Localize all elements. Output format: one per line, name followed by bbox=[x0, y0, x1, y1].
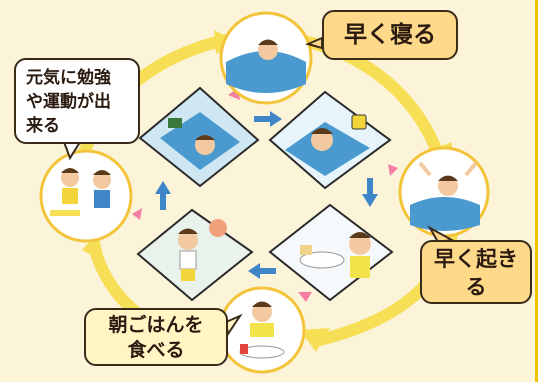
circle-eat-breakfast bbox=[218, 286, 306, 374]
study-exercise-label: 元気に勉強 や運動が出 来る bbox=[14, 58, 140, 144]
wake-early-label: 早く起き る bbox=[420, 240, 532, 304]
ball-icon bbox=[209, 219, 227, 237]
panel-night-sleep bbox=[138, 86, 260, 188]
circle-wake-early bbox=[398, 146, 490, 238]
eat-breakfast-label: 朝ごはんを 食べる bbox=[84, 308, 228, 366]
circle-sleep-early bbox=[219, 11, 313, 105]
circle-active-children bbox=[39, 149, 133, 243]
cycle-arrowhead-2 bbox=[300, 328, 330, 352]
panel-breakfast bbox=[268, 203, 394, 302]
panel-waking bbox=[268, 90, 392, 190]
sleep-early-label: 早く寝る bbox=[322, 10, 458, 60]
blue-arrows bbox=[155, 111, 378, 279]
panel-play bbox=[136, 208, 254, 302]
alarm-clock-icon bbox=[351, 114, 367, 130]
cycle-arrow-bottom-right bbox=[314, 209, 461, 346]
